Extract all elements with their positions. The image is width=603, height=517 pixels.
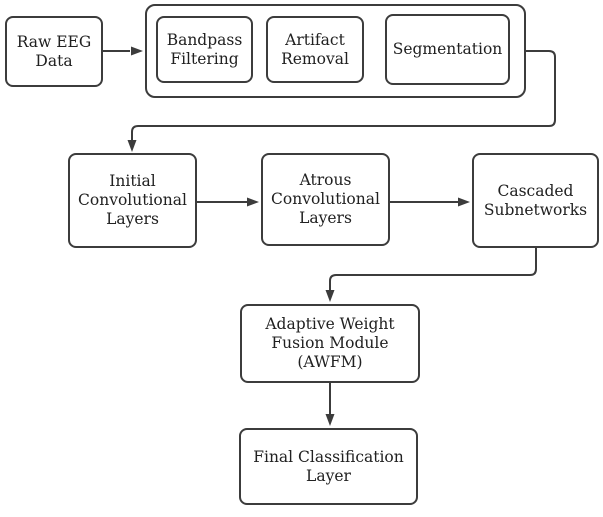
node-cascaded-subnetworks: Cascaded Subnetworks [472,153,599,248]
node-label: Cascaded Subnetworks [483,181,588,219]
arrowhead-initial-to-atrous [247,197,259,207]
node-raw-eeg-data: Raw EEG Data [5,16,103,87]
node-label: Raw EEG Data [16,32,92,70]
node-label: Initial Convolutional Layers [78,172,187,228]
node-label: Bandpass Filtering [166,30,243,68]
arrowhead-preprocessing-to-initial [127,140,137,152]
edge-cascaded-to-awfm [329,248,537,290]
node-adaptive-weight-fusion-module: Adaptive Weight Fusion Module (AWFM) [240,304,420,383]
arrowhead-raw-to-preprocessing [131,46,143,56]
arrowhead-awfm-to-final [325,414,335,426]
node-initial-convolutional-layers: Initial Convolutional Layers [68,153,197,248]
node-final-classification-layer: Final Classification Layer [239,428,418,505]
node-label: Segmentation [392,40,503,59]
node-label: Artifact Removal [281,30,349,68]
node-segmentation: Segmentation [385,14,510,85]
node-label: Atrous Convolutional Layers [271,171,380,227]
node-artifact-removal: Artifact Removal [266,16,364,83]
node-label: Adaptive Weight Fusion Module (AWFM) [265,315,395,371]
arrowhead-atrous-to-cascaded [458,197,470,207]
node-atrous-convolutional-layers: Atrous Convolutional Layers [261,153,390,246]
node-label: Final Classification Layer [253,447,404,485]
arrowhead-cascaded-to-awfm [325,290,335,302]
edge-preprocessing-to-initial [131,50,556,140]
node-bandpass-filtering: Bandpass Filtering [156,16,253,83]
